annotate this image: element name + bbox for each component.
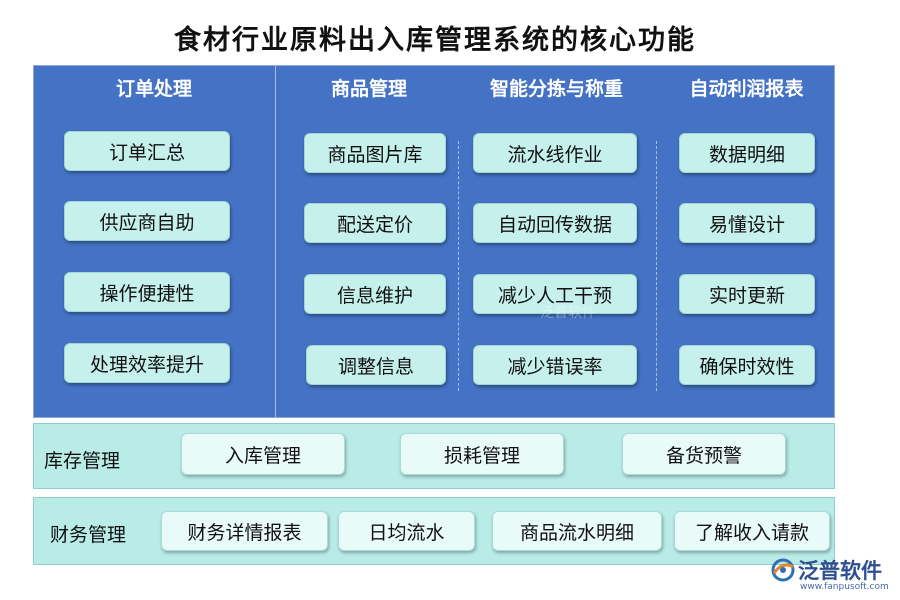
inventory-label: 库存管理 <box>44 450 121 472</box>
item-assembly-line: 流水线作业 <box>473 133 637 173</box>
item-goods-flow: 商品流水明细 <box>492 511 662 551</box>
column-divider <box>275 66 276 417</box>
item-daily-flow: 日均流水 <box>338 511 475 551</box>
item-efficiency-boost: 处理效率提升 <box>64 343 230 383</box>
column-heading-profit: 自动利润报表 <box>689 78 804 100</box>
item-realtime-update: 实时更新 <box>679 274 815 314</box>
item-delivery-pricing: 配送定价 <box>304 203 446 243</box>
inventory-row: 库存管理 入库管理 损耗管理 备货预警 <box>33 423 835 489</box>
item-income-request: 了解收入请款 <box>674 511 830 551</box>
column-divider-dashed <box>656 141 657 391</box>
fanpu-logo-icon <box>771 558 795 582</box>
logo-name: 泛普软件 <box>798 559 882 583</box>
item-inbound: 入库管理 <box>181 433 345 475</box>
column-heading-sorting: 智能分拣与称重 <box>489 78 623 100</box>
item-less-manual: 减少人工干预 <box>473 274 637 314</box>
item-data-detail: 数据明细 <box>679 133 815 173</box>
column-heading-order: 订单处理 <box>115 78 192 100</box>
item-finance-report: 财务详情报表 <box>161 511 328 551</box>
item-adjust-info: 调整信息 <box>306 345 446 385</box>
watermark: 泛普软件 <box>540 305 596 321</box>
finance-row: 财务管理 财务详情报表 日均流水 商品流水明细 了解收入请款 <box>33 497 835 565</box>
item-supplier-self-service: 供应商自助 <box>64 201 230 241</box>
brand-logo: 泛普软件 www.fanpusoft.com <box>770 555 895 595</box>
finance-label: 财务管理 <box>50 524 127 546</box>
item-order-summary: 订单汇总 <box>64 131 230 171</box>
page-title: 食材行业原料出入库管理系统的核心功能 <box>174 25 696 56</box>
item-less-errors: 减少错误率 <box>473 345 637 385</box>
item-ease-of-operation: 操作便捷性 <box>64 272 230 312</box>
item-stock-alert: 备货预警 <box>622 433 786 475</box>
logo-url: www.fanpusoft.com <box>800 582 889 592</box>
item-auto-data-return: 自动回传数据 <box>473 203 637 243</box>
item-timeliness: 确保时效性 <box>679 345 815 385</box>
item-loss: 损耗管理 <box>400 433 564 475</box>
item-easy-design: 易懂设计 <box>679 203 815 243</box>
core-functions-panel: 订单处理 订单汇总 供应商自助 操作便捷性 处理效率提升 商品管理 商品图片库 … <box>33 65 835 418</box>
item-info-maintenance: 信息维护 <box>304 274 446 314</box>
column-divider-dashed <box>458 141 459 391</box>
item-image-library: 商品图片库 <box>304 133 446 173</box>
column-heading-goods: 商品管理 <box>330 78 407 100</box>
